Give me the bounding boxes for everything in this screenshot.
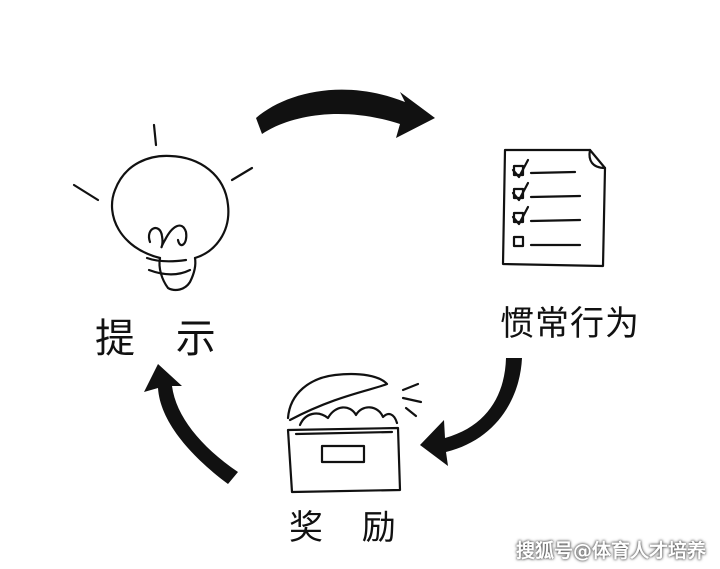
arrow-routine-to-reward (420, 358, 522, 466)
reward-label: 奖 励 (289, 508, 410, 548)
cue-label: 提 示 (95, 316, 230, 362)
arrow-cue-to-routine (256, 89, 435, 138)
arrow-reward-to-cue (144, 364, 238, 484)
lightbulb-icon (72, 123, 254, 292)
checklist-icon (501, 148, 607, 268)
routine-label: 惯常行为 (500, 304, 640, 344)
watermark: 搜狐号@体育人才培养 (515, 540, 706, 562)
treasure-box-icon (286, 372, 423, 494)
